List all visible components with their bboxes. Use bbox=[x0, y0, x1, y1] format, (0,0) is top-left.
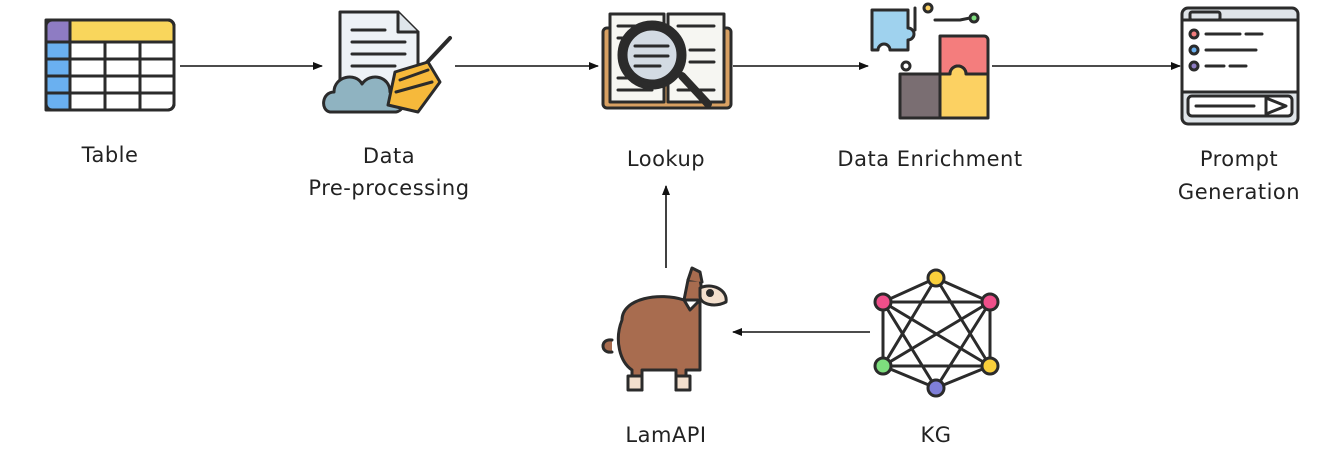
kg-label: KG bbox=[920, 423, 951, 447]
kg-node-top bbox=[926, 268, 946, 288]
preprocessing-label-line1: Data bbox=[363, 144, 415, 168]
llama-icon bbox=[601, 266, 728, 392]
kg-node-upper-right bbox=[980, 292, 1000, 312]
lookup-label: Lookup bbox=[627, 147, 705, 171]
kg-node-lower-right bbox=[980, 356, 1000, 376]
preprocessing-label-line2: Pre-processing bbox=[308, 176, 469, 200]
kg-node-lower-left bbox=[873, 356, 893, 376]
table-icon bbox=[44, 18, 176, 112]
prompt-label-line1: Prompt bbox=[1200, 147, 1278, 171]
lamapi-label: LamAPI bbox=[625, 423, 706, 447]
edges bbox=[180, 62, 1181, 336]
document-broom-icon bbox=[322, 10, 452, 114]
puzzle-icon bbox=[870, 2, 990, 120]
graph-network-icon bbox=[873, 268, 1000, 398]
prompt-window-icon bbox=[1180, 6, 1300, 126]
kg-node-upper-left bbox=[873, 292, 893, 312]
book-magnifier-icon bbox=[601, 12, 733, 110]
prompt-label-line2: Generation bbox=[1178, 180, 1300, 204]
table-label: Table bbox=[81, 143, 139, 167]
kg-node-bottom bbox=[926, 378, 946, 398]
kg-edges bbox=[881, 276, 992, 390]
enrichment-label: Data Enrichment bbox=[837, 147, 1022, 171]
